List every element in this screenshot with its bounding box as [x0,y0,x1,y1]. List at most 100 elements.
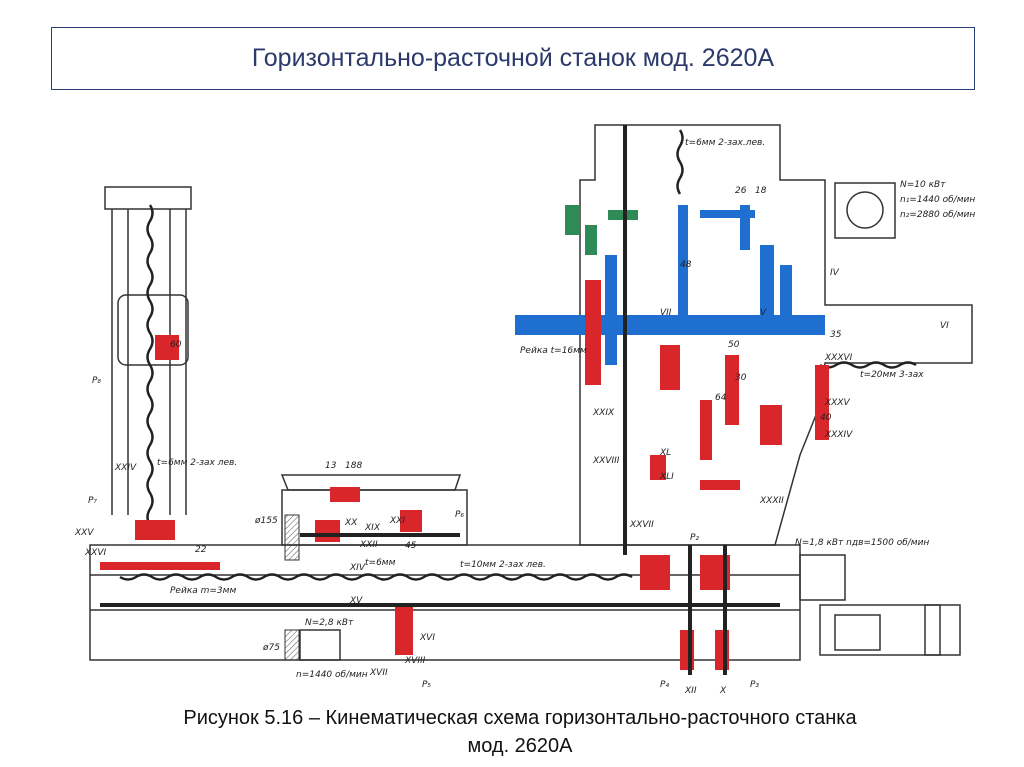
red-gear-xxi [400,510,422,532]
black-shafts [100,125,780,675]
label-handle-p5: P₅ [422,680,431,690]
label-shaft-vii: VII [660,308,672,318]
blue-shafts [515,205,825,365]
red-gear-28 [650,455,666,480]
label-shaft-iv: IV [830,268,840,278]
machine-housings [89,124,973,661]
label-motor-n2: n₂=2880 об/мин [900,210,975,220]
green-gear-b [585,225,597,255]
label-shaft-vi: VI [940,321,949,331]
hatched-housing-75 [284,629,300,661]
label-handle-p8: P₈ [92,376,101,386]
column-top-housing [104,186,192,210]
label-gear-155: ø155 [254,516,278,526]
shaft-vii [605,255,617,365]
figure-caption: Рисунок 5.16 – Кинематическая схема гори… [60,704,980,760]
label-motor-feed: N=1,8 кВт nдв=1500 об/мин [795,538,929,548]
label-shaft-xxi: XXI [389,516,405,526]
main-motor [834,182,896,239]
feed-motor-body [834,614,881,651]
green-gears [565,205,638,255]
label-shaft-xxix: XXIX [592,408,615,418]
label-shaft-xxxiv: XXXIV [824,430,853,440]
slide-title: Горизонтально-расточной станок мод. 2620… [251,44,775,72]
label-shaft-xli: XLI [659,472,674,482]
label-shaft-xxxvi: XXXVI [824,353,853,363]
label-shaft-xxxv: XXXV [824,398,850,408]
label-screw-bottom: t=10мм 2-зах лев. [460,560,546,570]
label-shaft-xv: XV [349,596,363,606]
green-gear-a [565,205,579,235]
label-shaft-xxxii: XXXII [759,496,784,506]
label-gear-48: 48 [680,260,692,270]
label-rack-bottom: Рейка m=3мм [170,586,236,596]
headstock-housing [579,124,973,546]
label-gear-75: ø75 [262,643,280,653]
label-gear-13: 13 [325,461,337,471]
main-motor-rotor [846,191,884,229]
red-gear-xl [700,480,740,490]
label-shaft-xl: XL [659,448,671,458]
head-lead-screw [819,361,917,369]
label-gear-26: 26 [735,186,747,196]
feed-motor-coupling [924,604,961,656]
label-screw-column: t=6мм 2-зах лев. [157,458,237,468]
shaft-v [760,245,774,325]
label-handle-p2: P₂ [690,533,699,543]
label-gear-45: 45 [405,541,417,551]
label-gear-60: 60 [170,340,182,350]
shaft-iii [678,205,688,320]
label-shaft-xii: XII [684,686,697,695]
label-shaft-x: X [719,686,727,695]
red-gear-xxiv [135,520,175,540]
red-gear-spindle [585,280,601,385]
label-gear-50: 50 [728,340,740,350]
label-gear-188: 188 [345,461,362,471]
label-screw-top: t=6мм 2-зах.лев. [685,138,765,148]
label-handle-p6: P₆ [455,510,464,520]
diagram-svg: N=10 кВт n₁=1440 об/мин n₂=2880 об/мин t… [74,124,975,696]
label-shaft-xviii: XVIII [404,656,426,666]
label-handle-p4: P₄ [660,680,669,690]
label-gear-22: 22 [195,545,207,555]
label-shaft-xvi: XVI [419,633,435,643]
caption-line-1: Рисунок 5.16 – Кинематическая схема гори… [183,707,857,729]
hatched-housing-155 [284,514,300,561]
red-gear-cluster [760,405,782,445]
label-gear-30: 30 [735,373,747,383]
feed-motor-base [819,604,941,656]
column-lead-screw [146,204,154,526]
label-handle-p3: P₃ [750,680,759,690]
red-gear-31 [660,345,680,390]
label-handle-p7: P₇ [88,496,97,506]
diagram-labels: N=10 кВт n₁=1440 об/мин n₂=2880 об/мин t… [74,138,975,696]
label-motor-column-n: n=1440 об/мин [296,670,368,680]
label-shaft-xxii: XXII [359,540,378,550]
lead-screws [119,129,917,581]
column-motor [299,629,341,661]
bed-lead-screw [119,573,633,581]
red-gear-column-60 [155,335,179,360]
title-box: Горизонтально-расточной станок мод. 2620… [51,27,975,90]
red-gear-table-188 [330,487,360,502]
label-shaft-xxvii: XXVII [629,520,654,530]
label-screw-mid: t=20мм 3-зах [860,370,924,380]
column-carriage [117,294,189,366]
label-shaft-xx: XX [344,518,358,528]
kinematic-diagram: N=10 кВт n₁=1440 об/мин n₂=2880 об/мин t… [60,115,980,696]
feed-motor [799,554,846,601]
caption-line-2: мод. 2620А [467,735,573,757]
label-shaft-xxiv: XXIV [114,463,137,473]
red-gear-45-left [640,555,670,590]
red-gear-40 [815,365,829,440]
top-lead-screw [676,129,684,195]
table-saddle [281,489,468,546]
red-gear-xvi [395,605,413,655]
red-gear-xx [315,520,340,542]
label-gear-40: 40 [820,413,832,423]
label-gear-64: 64 [715,393,727,403]
red-gear-50 [725,355,739,425]
red-rack-bottom [100,562,220,570]
label-motor-column: N=2,8 кВт [305,618,354,628]
label-shaft-xxviii: XXVIII [592,456,620,466]
